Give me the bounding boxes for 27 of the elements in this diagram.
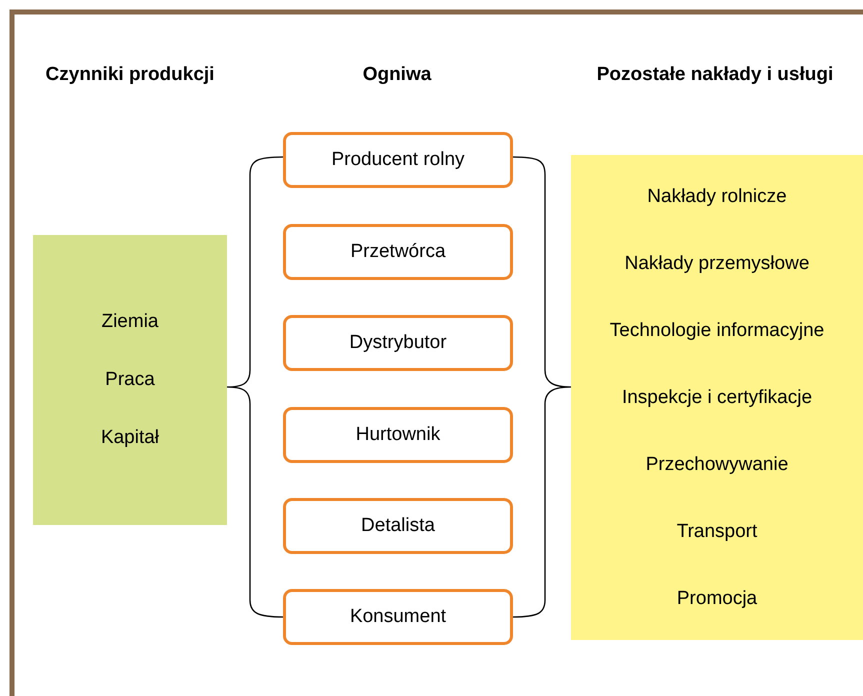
service-label: Technologie informacyjne [610, 320, 824, 342]
chain-label: Konsument [350, 606, 446, 628]
factor-label: Praca [105, 369, 155, 391]
chain-box [283, 407, 513, 463]
chain-label: Detalista [361, 515, 435, 537]
service-label: Inspekcje i certyfikacje [622, 386, 812, 408]
service-label: Nakłady rolnicze [647, 186, 787, 208]
service-label: Przechowywanie [646, 454, 788, 476]
factor-label: Ziemia [101, 311, 158, 333]
column-heading: Czynniki produkcji [46, 64, 214, 86]
chain-box [283, 315, 513, 371]
service-label: Nakłady przemysłowe [624, 252, 810, 274]
chain-box [283, 589, 513, 645]
chain-label: Przetwórca [350, 241, 446, 263]
service-label: Transport [676, 520, 758, 542]
chain-box [283, 132, 513, 188]
chain-label: Producent rolny [331, 149, 465, 171]
services-panel [571, 155, 863, 640]
chain-label: Dystrybutor [349, 332, 447, 354]
chain-label: Hurtownik [356, 424, 440, 446]
service-label: Promocja [676, 588, 758, 610]
column-heading: Pozostałe nakłady i usługi [596, 64, 834, 86]
column-heading: Ogniwa [362, 64, 432, 86]
factors-panel [33, 235, 227, 525]
factor-label: Kapitał [100, 427, 160, 449]
chain-box [283, 224, 513, 280]
chain-box [283, 498, 513, 554]
